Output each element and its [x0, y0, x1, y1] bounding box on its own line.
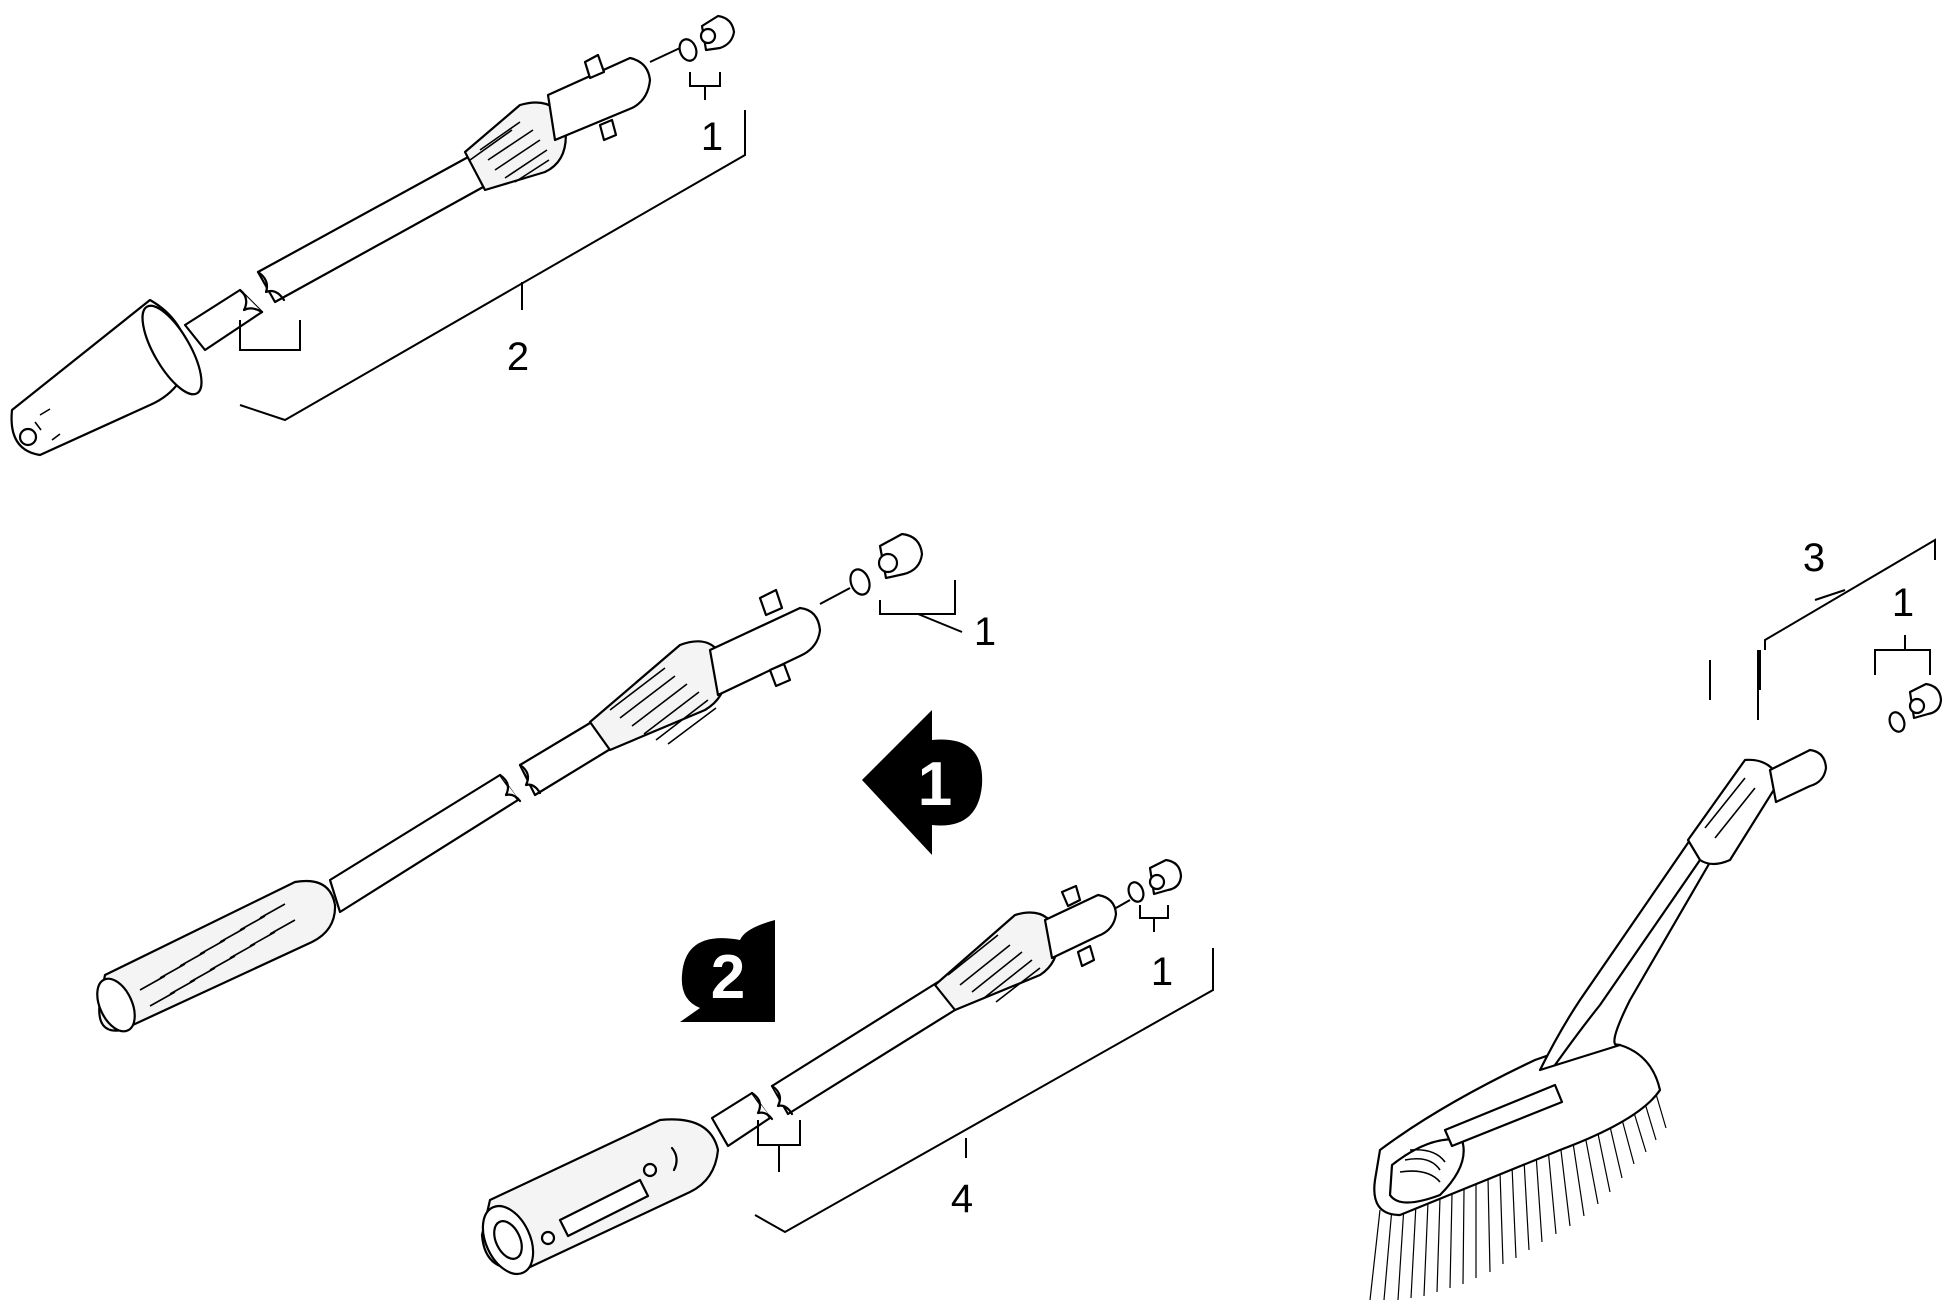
brush-bristles: [1369, 1093, 1667, 1301]
callout-1-top: 1: [701, 115, 723, 159]
callout-4: 4: [951, 1177, 973, 1221]
vario-power-lance-assembly: [480, 858, 1214, 1276]
wash-brush-assembly: [1369, 538, 1943, 1301]
variable-lance-assembly: [96, 532, 963, 1033]
svg-text:1: 1: [918, 750, 952, 819]
dirt-blaster-lance-assembly: [10, 14, 746, 457]
callout-2: 2: [507, 335, 529, 379]
callout-1-lower: 1: [1151, 950, 1173, 994]
callout-3: 3: [1803, 536, 1825, 580]
svg-text:2: 2: [711, 943, 745, 1012]
step-2-arrow-marker: 2: [680, 920, 775, 1022]
step-1-arrow-marker: 1: [862, 710, 983, 855]
callout-1-middle: 1: [974, 610, 996, 654]
callout-1-brush: 1: [1892, 581, 1914, 625]
